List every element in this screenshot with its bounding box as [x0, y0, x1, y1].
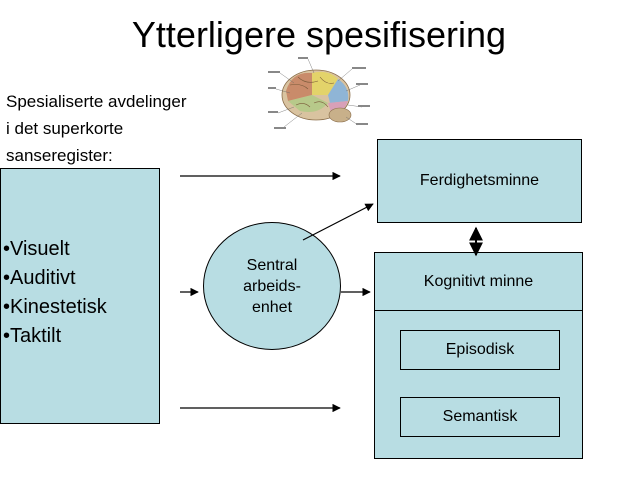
central-line-1: Sentral	[246, 256, 298, 274]
semantic-memory-label: Semantisk	[442, 408, 518, 425]
arrow-central-to-skill-memory	[302, 203, 374, 241]
central-executive-label: Sentral arbeids- enhet	[222, 255, 322, 318]
sense-tactile: •Taktilt	[3, 325, 62, 347]
intro-line-1: Spesialiserte avdelinger	[6, 92, 187, 111]
intro-line-3: sanseregister:	[6, 146, 113, 165]
skill-memory-box: Ferdighetsminne	[377, 139, 582, 223]
episodic-memory-label: Episodisk	[445, 341, 515, 358]
sensory-register-box: •Visuelt •Auditivt •Kinestetisk •Taktilt	[0, 168, 160, 424]
episodic-memory-box: Episodisk	[400, 330, 560, 370]
sense-kinesthetic: •Kinestetisk	[3, 296, 107, 318]
skill-memory-label: Ferdighetsminne	[419, 172, 540, 189]
intro-text: Spesialiserte avdelinger i det superkort…	[6, 88, 246, 169]
brain-illustration-icon	[268, 57, 370, 129]
central-executive-node: Sentral arbeids- enhet	[203, 222, 341, 350]
slide-title: Ytterligere spesifisering	[131, 14, 507, 55]
cognitive-memory-box: Kognitivt minne Episodisk Semantisk	[374, 252, 583, 459]
sense-list: •Visuelt •Auditivt •Kinestetisk •Taktilt	[3, 235, 107, 351]
intro-line-2: i det superkorte	[6, 119, 124, 138]
semantic-memory-box: Semantisk	[400, 397, 560, 437]
central-line-3: enhet	[251, 298, 293, 316]
cognitive-memory-label: Kognitivt minne	[423, 272, 534, 290]
cognitive-memory-header: Kognitivt minne	[375, 253, 582, 311]
central-line-2: arbeids-	[243, 277, 301, 295]
sense-auditory: •Auditivt	[3, 267, 76, 289]
sense-visual: •Visuelt	[3, 238, 70, 260]
